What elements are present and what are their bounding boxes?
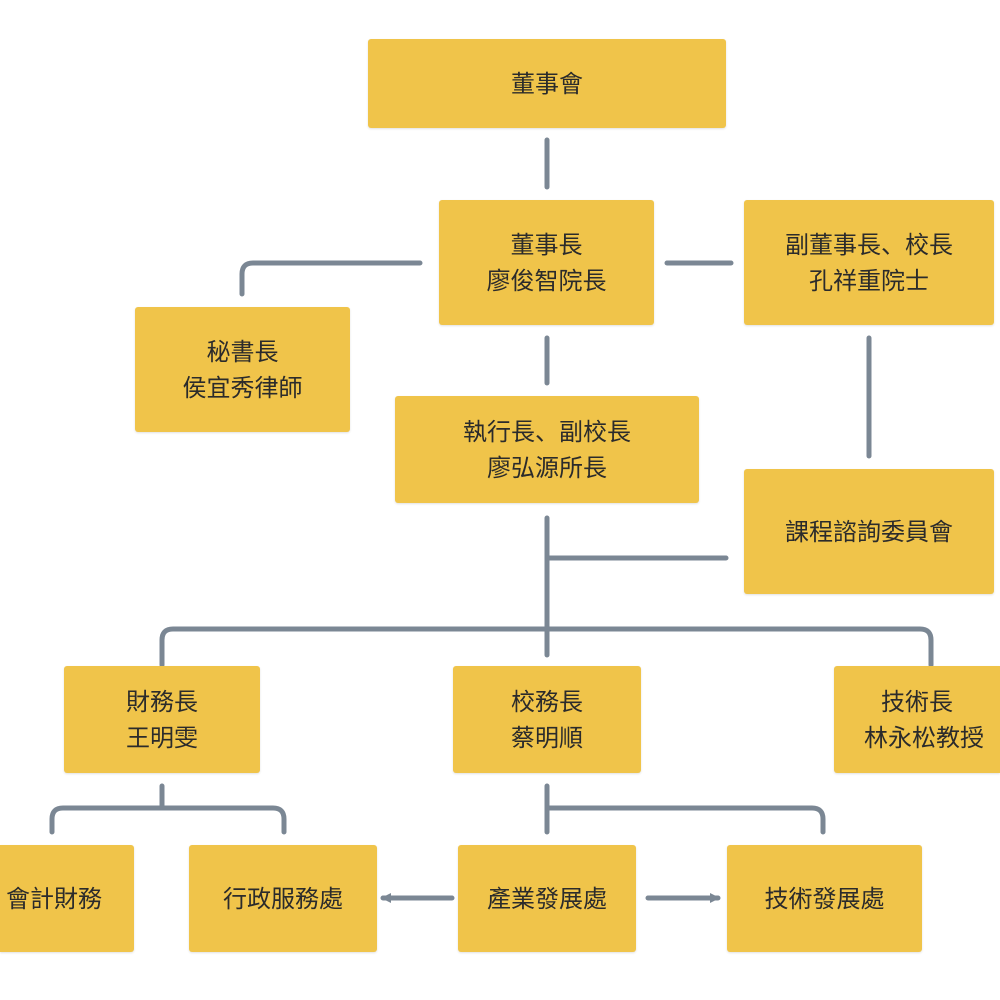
node-curriculum-committee-title: 課程諮詢委員會: [785, 517, 953, 546]
node-chairman-title: 董事長: [510, 230, 583, 259]
node-board: 董事會: [368, 39, 726, 128]
node-admin-services: 行政服務處: [189, 845, 377, 952]
node-secretary-general: 秘書長 侯宜秀律師: [135, 307, 350, 432]
node-ceo-title: 執行長、副校長: [463, 417, 631, 446]
node-admin-services-title: 行政服務處: [223, 884, 343, 913]
node-chairman: 董事長 廖俊智院長: [439, 200, 654, 325]
connector-chairman-secretary: [239, 260, 423, 297]
node-technology-development: 技術發展處: [727, 845, 922, 952]
node-secretary-general-name: 侯宜秀律師: [182, 373, 303, 402]
node-technology-chief: 技術長 林永松教授: [834, 666, 1000, 773]
node-industry-development-title: 產業發展處: [487, 884, 607, 913]
node-school-affairs-chief-title: 校務長: [511, 687, 583, 716]
node-school-affairs-chief-name: 蔡明順: [511, 723, 583, 752]
node-board-line1: 董事會: [511, 69, 583, 98]
connector-finance-bar: [49, 805, 287, 835]
node-technology-chief-name: 林永松教授: [864, 723, 984, 752]
connector-school-bar: [544, 805, 826, 835]
node-school-affairs-chief: 校務長 蔡明順: [453, 666, 641, 773]
node-finance-chief-name: 王明雯: [126, 723, 198, 752]
node-secretary-general-title: 秘書長: [206, 337, 279, 366]
node-vice-chairman-title: 副董事長、校長: [785, 230, 953, 259]
node-technology-development-title: 技術發展處: [764, 884, 885, 913]
node-vice-chairman: 副董事長、校長 孔祥重院士: [744, 200, 994, 325]
node-ceo-name: 廖弘源所長: [487, 453, 607, 482]
node-finance-chief-title: 財務長: [126, 687, 198, 716]
connector-chiefs-bar: [159, 626, 934, 668]
node-accounting-finance: 會計財務: [0, 845, 134, 952]
node-ceo: 執行長、副校長 廖弘源所長: [395, 396, 699, 503]
node-technology-chief-title: 技術長: [881, 687, 953, 716]
node-accounting-finance-title: 會計財務: [6, 884, 102, 913]
node-finance-chief: 財務長 王明雯: [64, 666, 260, 773]
node-industry-development: 產業發展處: [458, 845, 636, 952]
node-vice-chairman-name: 孔祥重院士: [809, 266, 929, 295]
node-curriculum-committee: 課程諮詢委員會: [744, 469, 994, 594]
node-chairman-name: 廖俊智院長: [486, 266, 607, 295]
